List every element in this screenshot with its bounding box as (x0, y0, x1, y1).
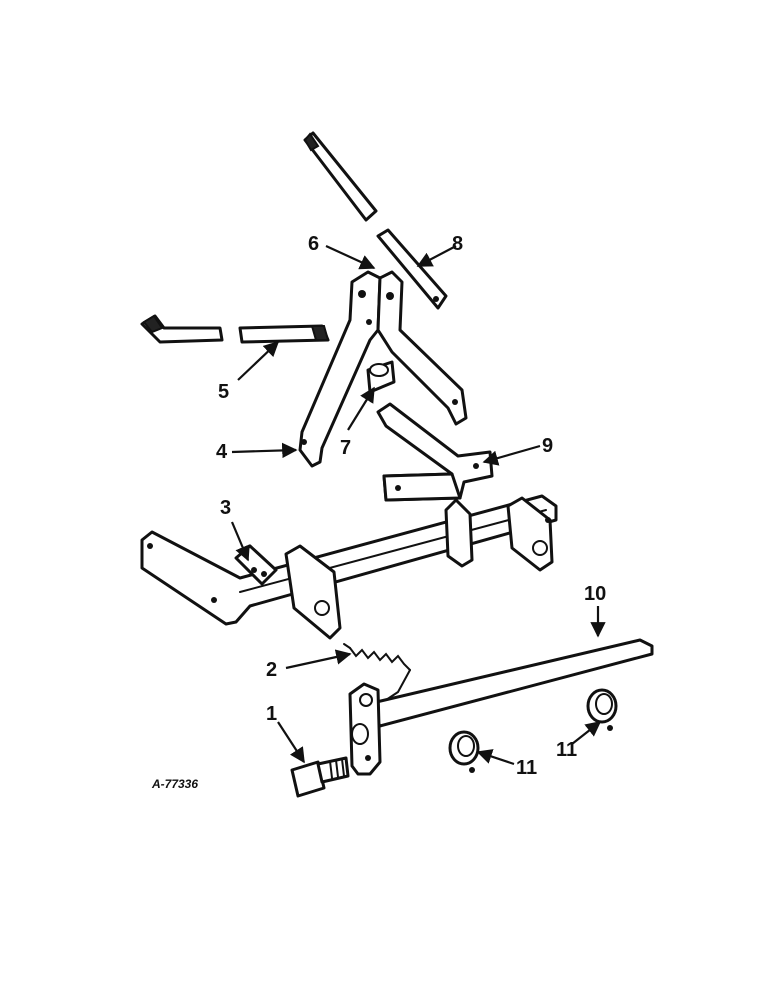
collar-part-11-left (448, 730, 480, 773)
link-bar-part-8 (376, 228, 448, 310)
bushing-part-7 (366, 360, 396, 394)
link-pins-part-5 (140, 314, 330, 344)
callout-6: 6 (308, 233, 319, 255)
upper-pin-part (303, 131, 378, 222)
stud-part-1 (290, 756, 350, 798)
callout-8: 8 (452, 233, 463, 255)
shaft-part-10 (348, 638, 654, 776)
callout-11-right: 11 (556, 739, 577, 761)
callout-4: 4 (216, 441, 228, 463)
callout-7: 7 (340, 437, 351, 459)
main-frame-part-3 (140, 494, 558, 640)
callout-3: 3 (220, 497, 231, 519)
callout-11-left: 11 (516, 757, 537, 779)
callout-10: 10 (584, 583, 606, 605)
leader-lines (230, 245, 606, 766)
figure-id: A-77336 (151, 777, 198, 791)
collar-part-11-right (586, 688, 618, 731)
callout-9: 9 (542, 435, 553, 457)
bracket-part-9 (376, 402, 494, 502)
upright-bracket-part-4 (298, 270, 468, 468)
callout-5: 5 (218, 381, 229, 403)
callout-1: 1 (266, 703, 277, 725)
callout-2: 2 (266, 659, 277, 681)
